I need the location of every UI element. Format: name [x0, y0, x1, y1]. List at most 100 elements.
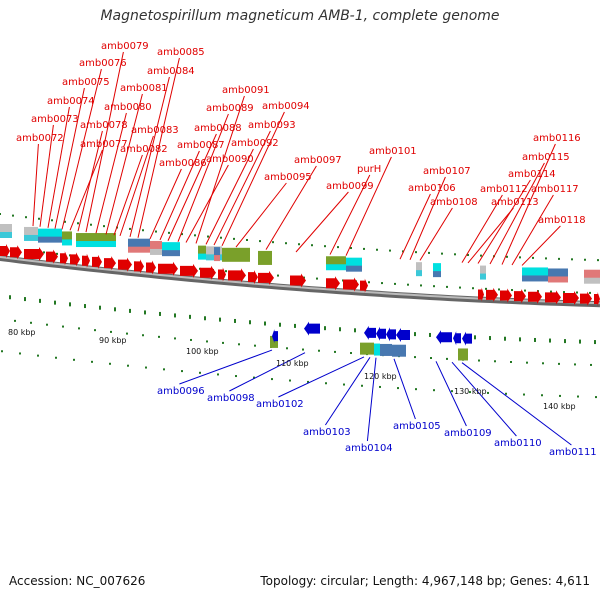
cog-block: [392, 344, 406, 357]
gene-label-forward: amb0083: [131, 125, 179, 136]
reverse-gene-arrow: [386, 327, 396, 342]
gene-label-forward: amb0081: [120, 83, 168, 94]
cog-block: [346, 257, 362, 267]
forward-gene-arrow: [218, 267, 226, 282]
tick-label: 80 kbp: [8, 328, 36, 337]
leader-line-forward: [235, 182, 287, 248]
cog-blocks-layer: [0, 224, 600, 361]
gene-label-forward: amb0090: [206, 154, 254, 165]
leader-line-forward: [129, 76, 170, 238]
cog-block: [150, 248, 162, 255]
leader-line-forward: [345, 156, 392, 256]
cog-block: [162, 242, 180, 252]
gene-label-forward: amb0093: [248, 120, 296, 131]
leader-line-forward: [265, 165, 317, 250]
cog-block: [326, 264, 346, 271]
leader-line-forward: [461, 194, 503, 263]
gene-label-forward: amb0094: [262, 101, 310, 112]
cog-block: [24, 226, 38, 236]
leader-line-forward: [177, 113, 229, 242]
tick-label: 110 kbp: [276, 359, 309, 368]
reverse-gene-arrow: [436, 330, 452, 345]
gene-label-forward: amb0089: [206, 103, 254, 114]
cog-block: [24, 234, 38, 241]
cog-block: [548, 268, 568, 278]
cog-block: [433, 263, 441, 273]
cog-block: [433, 271, 441, 278]
cog-block: [270, 335, 278, 348]
cog-block: [222, 247, 250, 257]
leader-line-forward: [167, 133, 217, 241]
cog-block: [380, 343, 392, 356]
cog-block: [128, 238, 150, 248]
gene-labels-layer: amb0072amb0073amb0074amb0075amb0076amb00…: [16, 41, 597, 458]
cog-block: [458, 348, 468, 361]
leader-line-forward: [149, 168, 182, 240]
forward-gene-arrow: [180, 263, 198, 278]
cog-block: [480, 273, 486, 280]
forward-gene-arrow: [580, 291, 592, 306]
gene-label-reverse: amb0102: [256, 399, 304, 410]
gene-label-forward: amb0080: [104, 102, 152, 113]
cog-block: [258, 250, 272, 260]
leader-line-forward: [521, 225, 561, 266]
leader-line-forward: [119, 135, 154, 237]
gene-label-forward: amb0118: [538, 215, 586, 226]
gene-label-forward: amb0075: [62, 77, 110, 88]
leader-line-forward: [32, 143, 39, 227]
gene-label-forward: amb0114: [508, 169, 556, 180]
leader-line-forward: [54, 87, 85, 229]
leader-line-forward: [113, 154, 143, 236]
gene-label-reverse: amb0109: [444, 428, 492, 439]
cog-block: [38, 236, 62, 243]
gene-label-forward: amb0087: [177, 140, 225, 151]
gene-label-reverse: amb0103: [303, 427, 351, 438]
cog-block: [76, 241, 116, 248]
cog-block: [0, 224, 12, 233]
gene-label-forward: purH: [357, 164, 381, 175]
leader-line-forward: [221, 111, 285, 247]
gene-label-forward: amb0097: [294, 155, 342, 166]
forward-gene-arrow: [514, 289, 526, 304]
cog-block: [258, 258, 272, 265]
forward-gene-arrow: [0, 244, 10, 258]
leader-line-forward: [105, 93, 143, 235]
gene-label-forward: amb0115: [522, 152, 570, 163]
cog-block: [128, 246, 150, 253]
forward-gene-arrow: [500, 288, 512, 303]
leader-line-forward: [501, 143, 556, 265]
gene-label-forward: amb0078: [80, 120, 128, 131]
leader-line-reverse: [366, 357, 377, 442]
gene-label-forward: amb0073: [31, 114, 79, 125]
leader-line-forward: [205, 148, 254, 245]
reverse-gene-arrow: [376, 326, 386, 341]
leader-line-forward: [95, 112, 127, 234]
cog-block: [198, 253, 206, 260]
forward-gene-arrow: [326, 276, 340, 291]
forward-gene-arrow: [563, 291, 579, 306]
leader-line-forward: [295, 191, 349, 253]
cog-block: [416, 262, 422, 272]
forward-gene-arrow: [92, 254, 102, 269]
gene-label-forward: amb0099: [326, 181, 374, 192]
cog-block: [584, 269, 600, 279]
forward-gene-arrow: [60, 251, 68, 266]
gene-label-forward: amb0113: [491, 197, 539, 208]
leader-line-reverse: [278, 356, 365, 398]
gene-label-forward: amb0095: [264, 172, 312, 183]
leader-line-reverse: [393, 358, 416, 420]
leader-line-reverse: [229, 352, 306, 392]
gene-arrows-layer: [0, 244, 600, 346]
cog-block: [346, 265, 362, 272]
reverse-gene-arrow: [272, 329, 278, 344]
leader-line-forward: [467, 207, 514, 264]
gene-label-forward: amb0101: [369, 146, 417, 157]
cog-block: [214, 247, 220, 257]
forward-gene-arrow: [46, 249, 58, 264]
cog-block: [62, 239, 72, 246]
gene-label-forward: amb0077: [80, 139, 128, 150]
gene-label-forward: amb0117: [531, 184, 579, 195]
tick-label: 130 kbp: [454, 387, 487, 396]
